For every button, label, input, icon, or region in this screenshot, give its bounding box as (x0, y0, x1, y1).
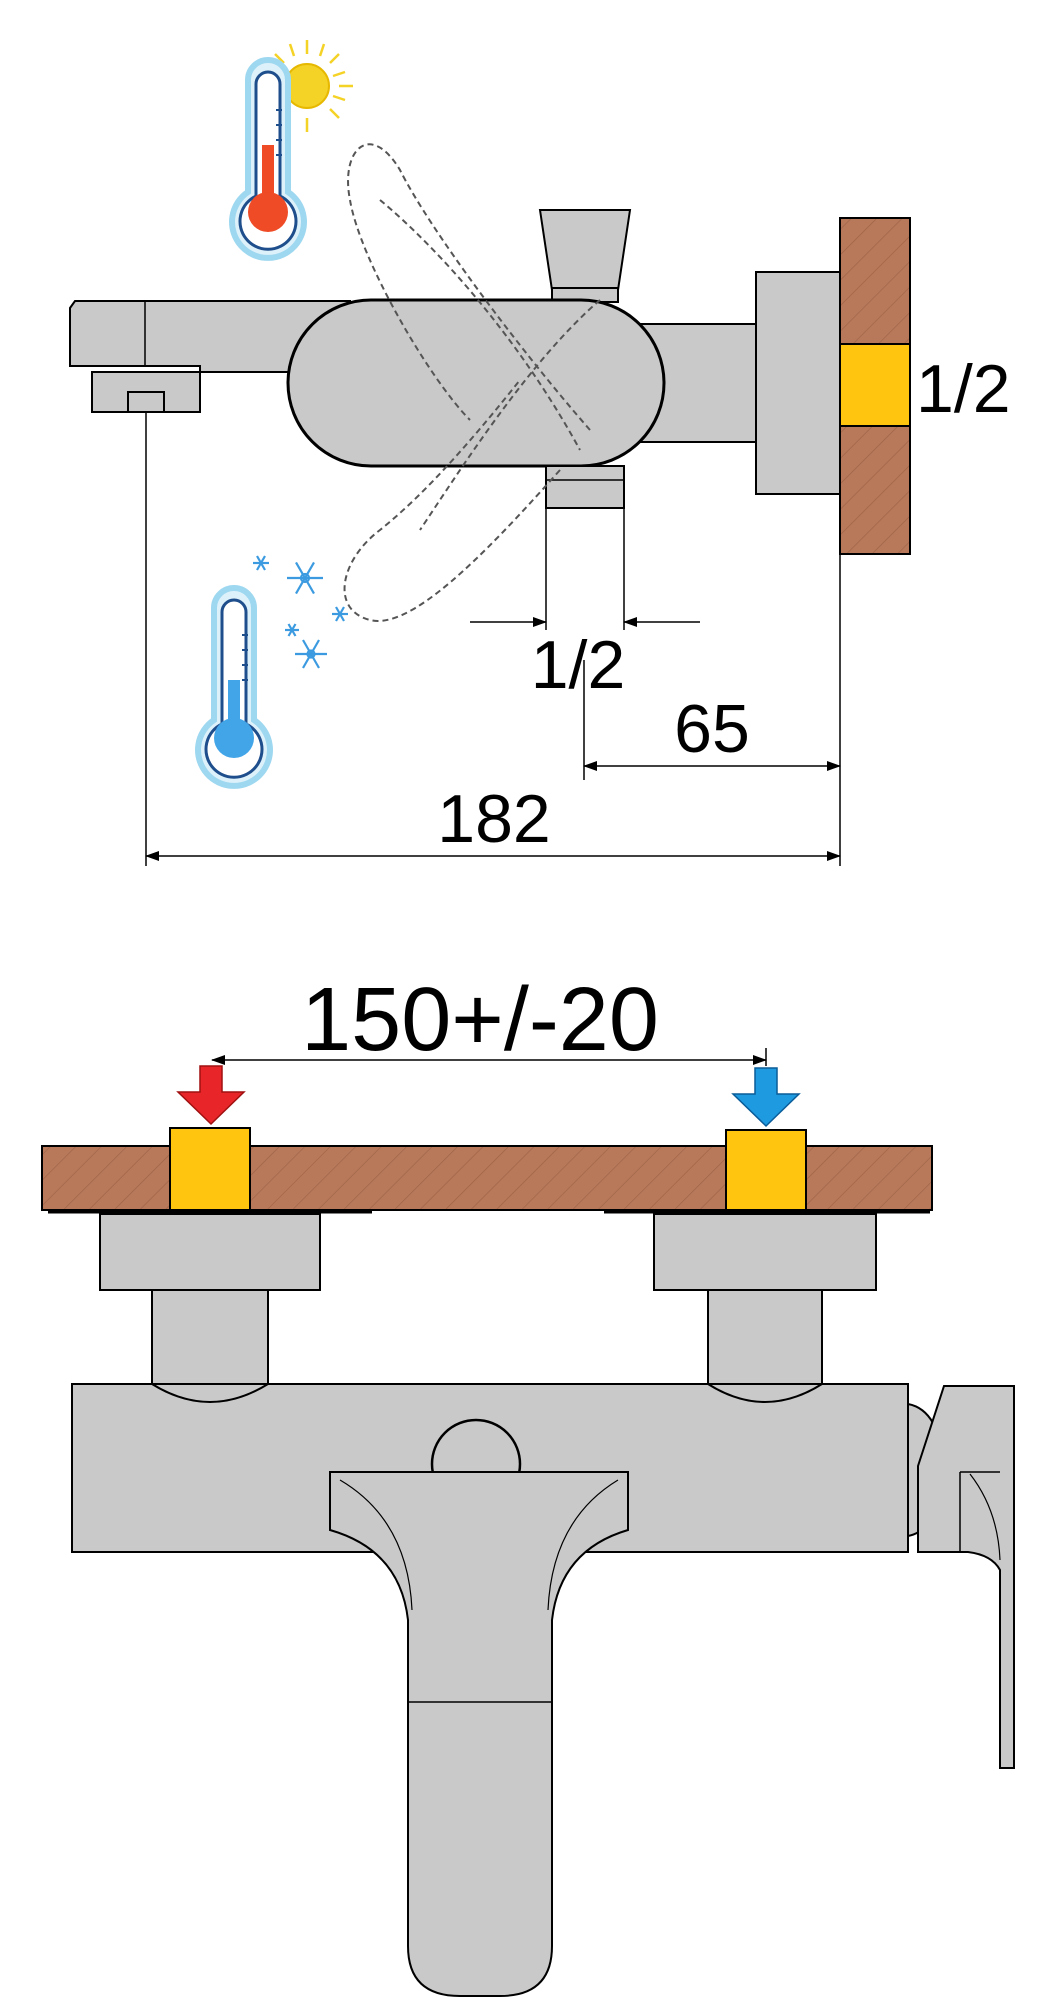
snowflake-icon (253, 555, 348, 669)
lever-handle (538, 209, 632, 291)
inlet-thread-label: 1/2 (916, 351, 1011, 427)
wall-flange (755, 271, 841, 495)
front-view: 150+/-20 (41, 970, 1015, 1997)
hot-thermometer-icon (229, 40, 353, 261)
hot-inlet-fitting (169, 1127, 251, 1211)
side-view: 1/2 1/2 65 182 (69, 40, 1011, 866)
hot-inlet-arrow-icon (176, 1065, 246, 1126)
dim-inlet-spacing: 150+/-20 (301, 970, 659, 1070)
lever-rotation-ghost (343, 143, 601, 622)
mixer-body (286, 298, 666, 468)
spout (69, 300, 351, 373)
cold-inlet-arrow-icon (731, 1067, 801, 1128)
cold-thermometer-icon (195, 555, 348, 789)
outlet-thread-label: 1/2 (531, 627, 626, 703)
cold-inlet-fitting (725, 1129, 807, 1211)
cold-flange (653, 1213, 877, 1291)
dim-total-projection: 182 (437, 781, 550, 857)
dim-wall-to-outlet: 65 (674, 691, 750, 767)
front-spout (329, 1471, 629, 1997)
hot-flange (99, 1213, 321, 1291)
side-inlet-fitting (839, 343, 911, 427)
side-handle (917, 1385, 1015, 1769)
